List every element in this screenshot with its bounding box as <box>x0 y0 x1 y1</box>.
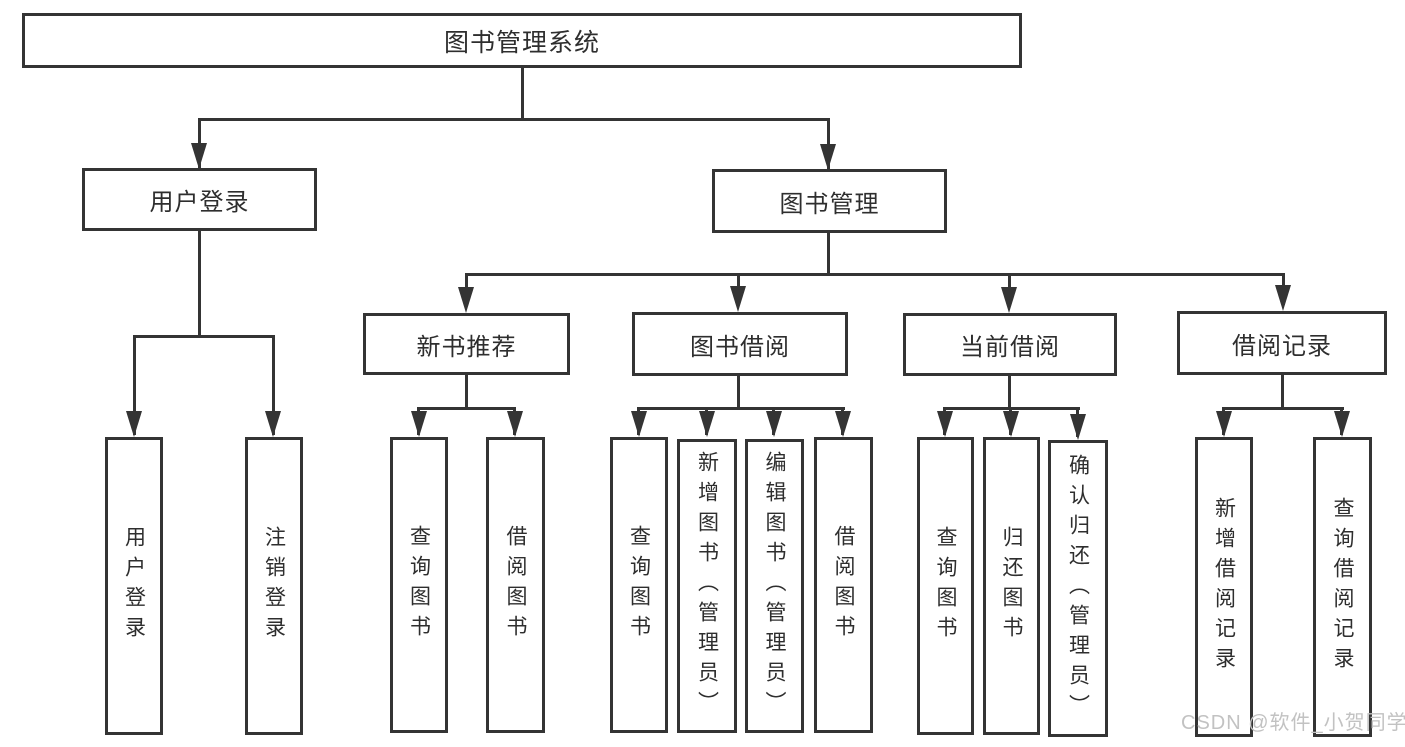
node-current-borrowing: 当前借阅 <box>903 313 1117 376</box>
node-library-management-system: 图书管理系统 <box>22 13 1022 68</box>
arrowhead <box>835 411 851 437</box>
arrowhead <box>1216 411 1232 437</box>
arrowhead <box>631 411 647 437</box>
leaf-edit-books-admin: 编辑图书（管理员） <box>745 439 804 733</box>
arrowhead <box>191 143 207 169</box>
arrowhead <box>937 411 953 437</box>
connector-line <box>827 231 830 276</box>
leaf-label: 新增借阅记录 <box>1212 497 1236 677</box>
leaf-confirm-return-admin: 确认归还（管理员） <box>1048 440 1108 737</box>
connector-line <box>465 373 468 409</box>
csdn-watermark: CSDN @软件_小贺同学 <box>1181 712 1405 734</box>
connector-line <box>465 273 1285 276</box>
arrowhead <box>820 144 836 170</box>
arrowhead <box>265 411 281 437</box>
node-label: 用户登录 <box>149 189 250 216</box>
connector-line <box>198 118 830 121</box>
connector-line <box>417 407 516 410</box>
arrowhead <box>507 411 523 437</box>
connector-line <box>1281 373 1284 409</box>
leaf-label: 借阅图书 <box>504 525 527 645</box>
connector-line <box>133 335 275 338</box>
arrowhead <box>411 411 427 437</box>
leaf-query-books: 查询图书 <box>610 437 668 733</box>
node-label: 图书借阅 <box>690 333 790 361</box>
connector-line <box>521 66 524 120</box>
arrowhead <box>1070 414 1086 440</box>
node-book-borrowing: 图书借阅 <box>632 312 848 376</box>
leaf-label: 查询图书 <box>627 525 651 645</box>
arrowhead <box>766 411 782 437</box>
arrowhead <box>1275 285 1291 311</box>
connector-line <box>737 374 740 409</box>
leaf-borrow-books: 借阅图书 <box>486 437 545 733</box>
node-label: 借阅记录 <box>1232 332 1332 360</box>
leaf-add-borrow-record: 新增借阅记录 <box>1195 437 1253 737</box>
leaf-return-books: 归还图书 <box>983 437 1040 735</box>
arrowhead <box>1001 287 1017 313</box>
arrowhead <box>1003 411 1019 437</box>
arrowhead <box>458 287 474 313</box>
leaf-label: 归还图书 <box>1000 526 1023 646</box>
leaf-query-borrow-record: 查询借阅记录 <box>1313 437 1372 737</box>
connector-line <box>1008 374 1011 409</box>
node-label: 新书推荐 <box>416 333 517 361</box>
leaf-label: 用户登录 <box>122 526 146 646</box>
leaf-query-books: 查询图书 <box>917 437 974 735</box>
leaf-label: 编辑图书（管理员） <box>763 451 786 721</box>
leaf-label: 注销登录 <box>262 526 286 646</box>
node-user-login: 用户登录 <box>82 168 317 231</box>
connector-line <box>272 335 275 435</box>
leaf-logout: 注销登录 <box>245 437 303 735</box>
leaf-user-login: 用户登录 <box>105 437 163 735</box>
leaf-query-books: 查询图书 <box>390 437 448 733</box>
node-label: 当前借阅 <box>960 334 1060 361</box>
node-label: 图书管理 <box>779 190 880 218</box>
node-label: 图书管理系统 <box>443 28 600 57</box>
node-new-book-recommend: 新书推荐 <box>363 313 570 375</box>
connector-line <box>944 407 1080 410</box>
leaf-label: 查询图书 <box>934 526 957 646</box>
connector-line <box>637 407 845 410</box>
leaf-label: 新增图书（管理员） <box>695 451 719 721</box>
leaf-label: 借阅图书 <box>832 525 855 645</box>
leaf-add-books-admin: 新增图书（管理员） <box>677 439 737 733</box>
connector-line <box>133 335 136 435</box>
leaf-label: 查询借阅记录 <box>1331 497 1354 677</box>
leaf-label: 查询图书 <box>407 525 431 645</box>
arrowhead <box>730 286 746 312</box>
node-book-management: 图书管理 <box>712 169 947 233</box>
connector-line <box>1222 407 1344 410</box>
arrowhead <box>1334 411 1350 437</box>
arrowhead <box>126 411 142 437</box>
leaf-label: 确认归还（管理员） <box>1066 453 1090 724</box>
node-borrowing-records: 借阅记录 <box>1177 311 1387 375</box>
arrowhead <box>699 411 715 437</box>
leaf-borrow-books: 借阅图书 <box>814 437 873 733</box>
connector-line <box>198 229 201 337</box>
